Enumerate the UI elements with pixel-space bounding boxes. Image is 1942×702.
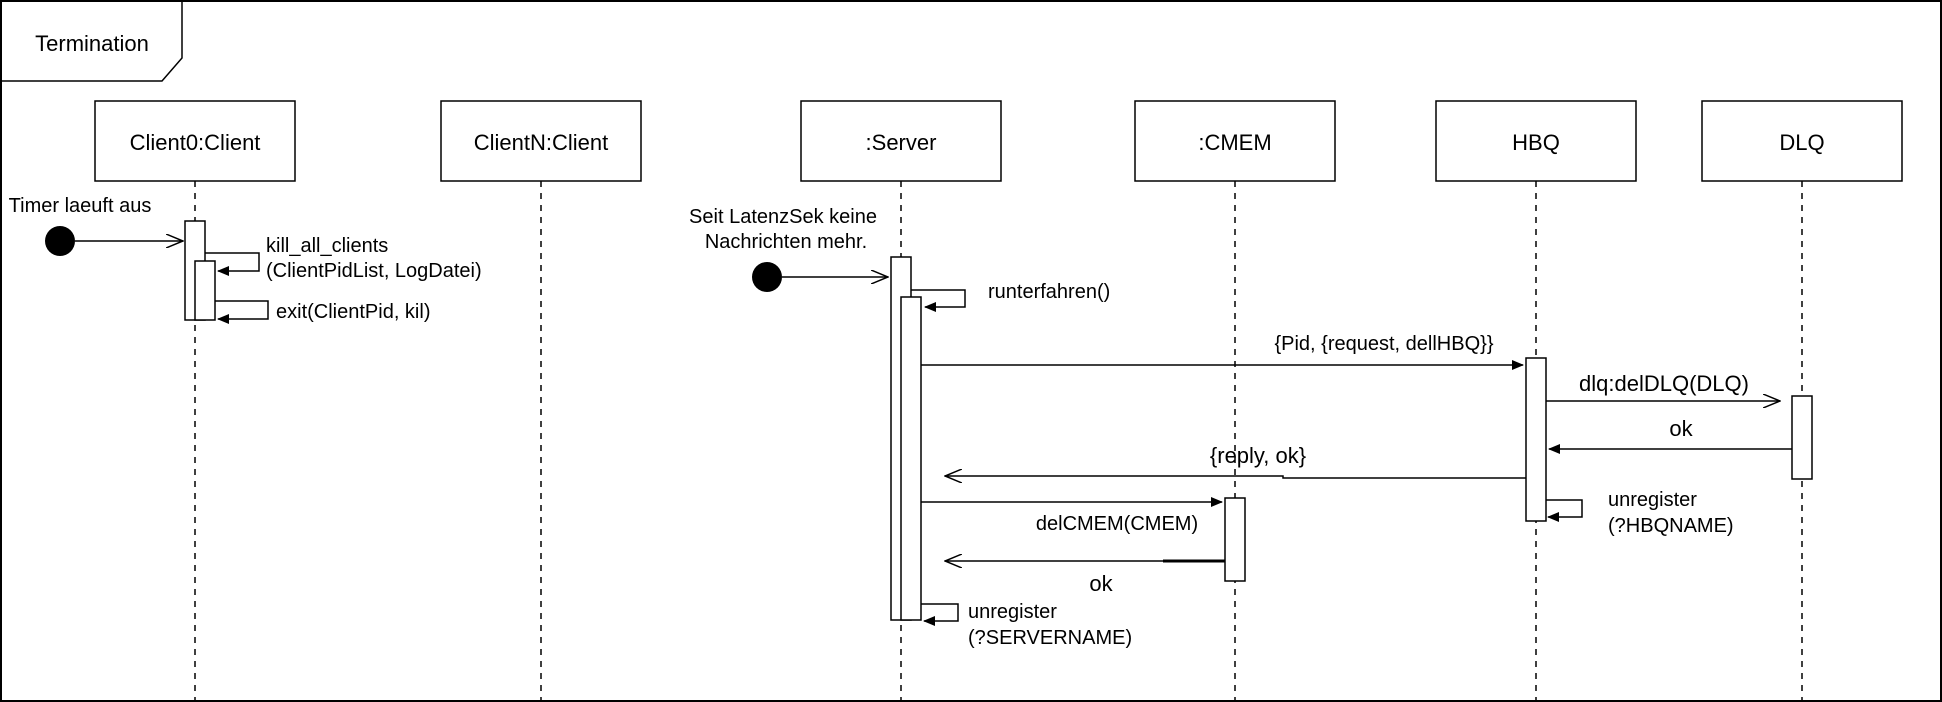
server-unregister-label-line2: (?SERVERNAME) xyxy=(968,627,1132,649)
lifeline-clientN-label: ClientN:Client xyxy=(474,130,609,155)
lifeline-hbq-box xyxy=(1435,100,1637,182)
lifeline-dlq: DLQ xyxy=(1701,100,1903,702)
client-trigger-dot xyxy=(45,226,75,256)
lifeline-clientN: ClientN:Client xyxy=(440,100,642,702)
exit-label: exit(ClientPid, kil) xyxy=(276,301,430,323)
hbq-unregister-label-line1: unregister xyxy=(1608,489,1697,511)
lifeline-server-box xyxy=(800,100,1002,182)
lifeline-client0-box xyxy=(94,100,296,182)
activation-hbq xyxy=(1525,357,1547,522)
lifeline-server-label: :Server xyxy=(866,130,937,155)
lifeline-dlq-label: DLQ xyxy=(1779,130,1824,155)
kill-all-clients-label-line2: (ClientPidList, LogDatei) xyxy=(266,260,482,282)
frame-title: Termination xyxy=(35,31,149,56)
activation-dlq xyxy=(1791,395,1813,480)
exit-arrow xyxy=(215,300,269,324)
reply-ok-arrow xyxy=(945,476,1526,478)
lifeline-cmem-label: :CMEM xyxy=(1198,130,1271,155)
client-trigger-note: Timer laeuft aus xyxy=(9,195,152,217)
kill-all-clients-label-line1: kill_all_clients xyxy=(266,235,388,257)
lifeline-hbq: HBQ xyxy=(1435,100,1637,702)
ok-cmem-label: ok xyxy=(1089,571,1113,596)
runterfahren-label: runterfahren() xyxy=(988,281,1110,303)
lifeline-client0: Client0:Client xyxy=(94,100,296,702)
lifeline-clientN-box xyxy=(440,100,642,182)
activation-cmem xyxy=(1224,497,1246,582)
server-trigger-note-line2: Nachrichten mehr. xyxy=(705,231,867,253)
request-dellhbq-label: {Pid, {request, dellHBQ}} xyxy=(1274,333,1493,355)
reply-ok-label: {reply, ok} xyxy=(1210,443,1306,468)
activation-client0-inner xyxy=(194,260,216,321)
deldlq-label: dlq:delDLQ(DLQ) xyxy=(1579,371,1749,396)
lifeline-hbq-label: HBQ xyxy=(1512,130,1560,155)
activation-server-inner xyxy=(900,296,922,621)
lifeline-dlq-box xyxy=(1701,100,1903,182)
server-unregister-label-line1: unregister xyxy=(968,601,1057,623)
frame-tab xyxy=(1,1,183,82)
delcmem-label: delCMEM(CMEM) xyxy=(1036,513,1198,535)
server-unregister-arrow xyxy=(921,603,959,626)
lifeline-client0-label: Client0:Client xyxy=(130,130,261,155)
kill-all-clients-arrow xyxy=(205,252,260,276)
server-trigger-note-line1: Seit LatenzSek keine xyxy=(689,206,877,228)
runterfahren-arrow xyxy=(911,289,966,312)
hbq-unregister-arrow xyxy=(1546,499,1583,522)
server-trigger-dot xyxy=(752,262,782,292)
ok-dlq-label: ok xyxy=(1669,416,1693,441)
lifeline-cmem: :CMEM xyxy=(1134,100,1336,702)
hbq-unregister-label-line2: (?HBQNAME) xyxy=(1608,515,1734,537)
